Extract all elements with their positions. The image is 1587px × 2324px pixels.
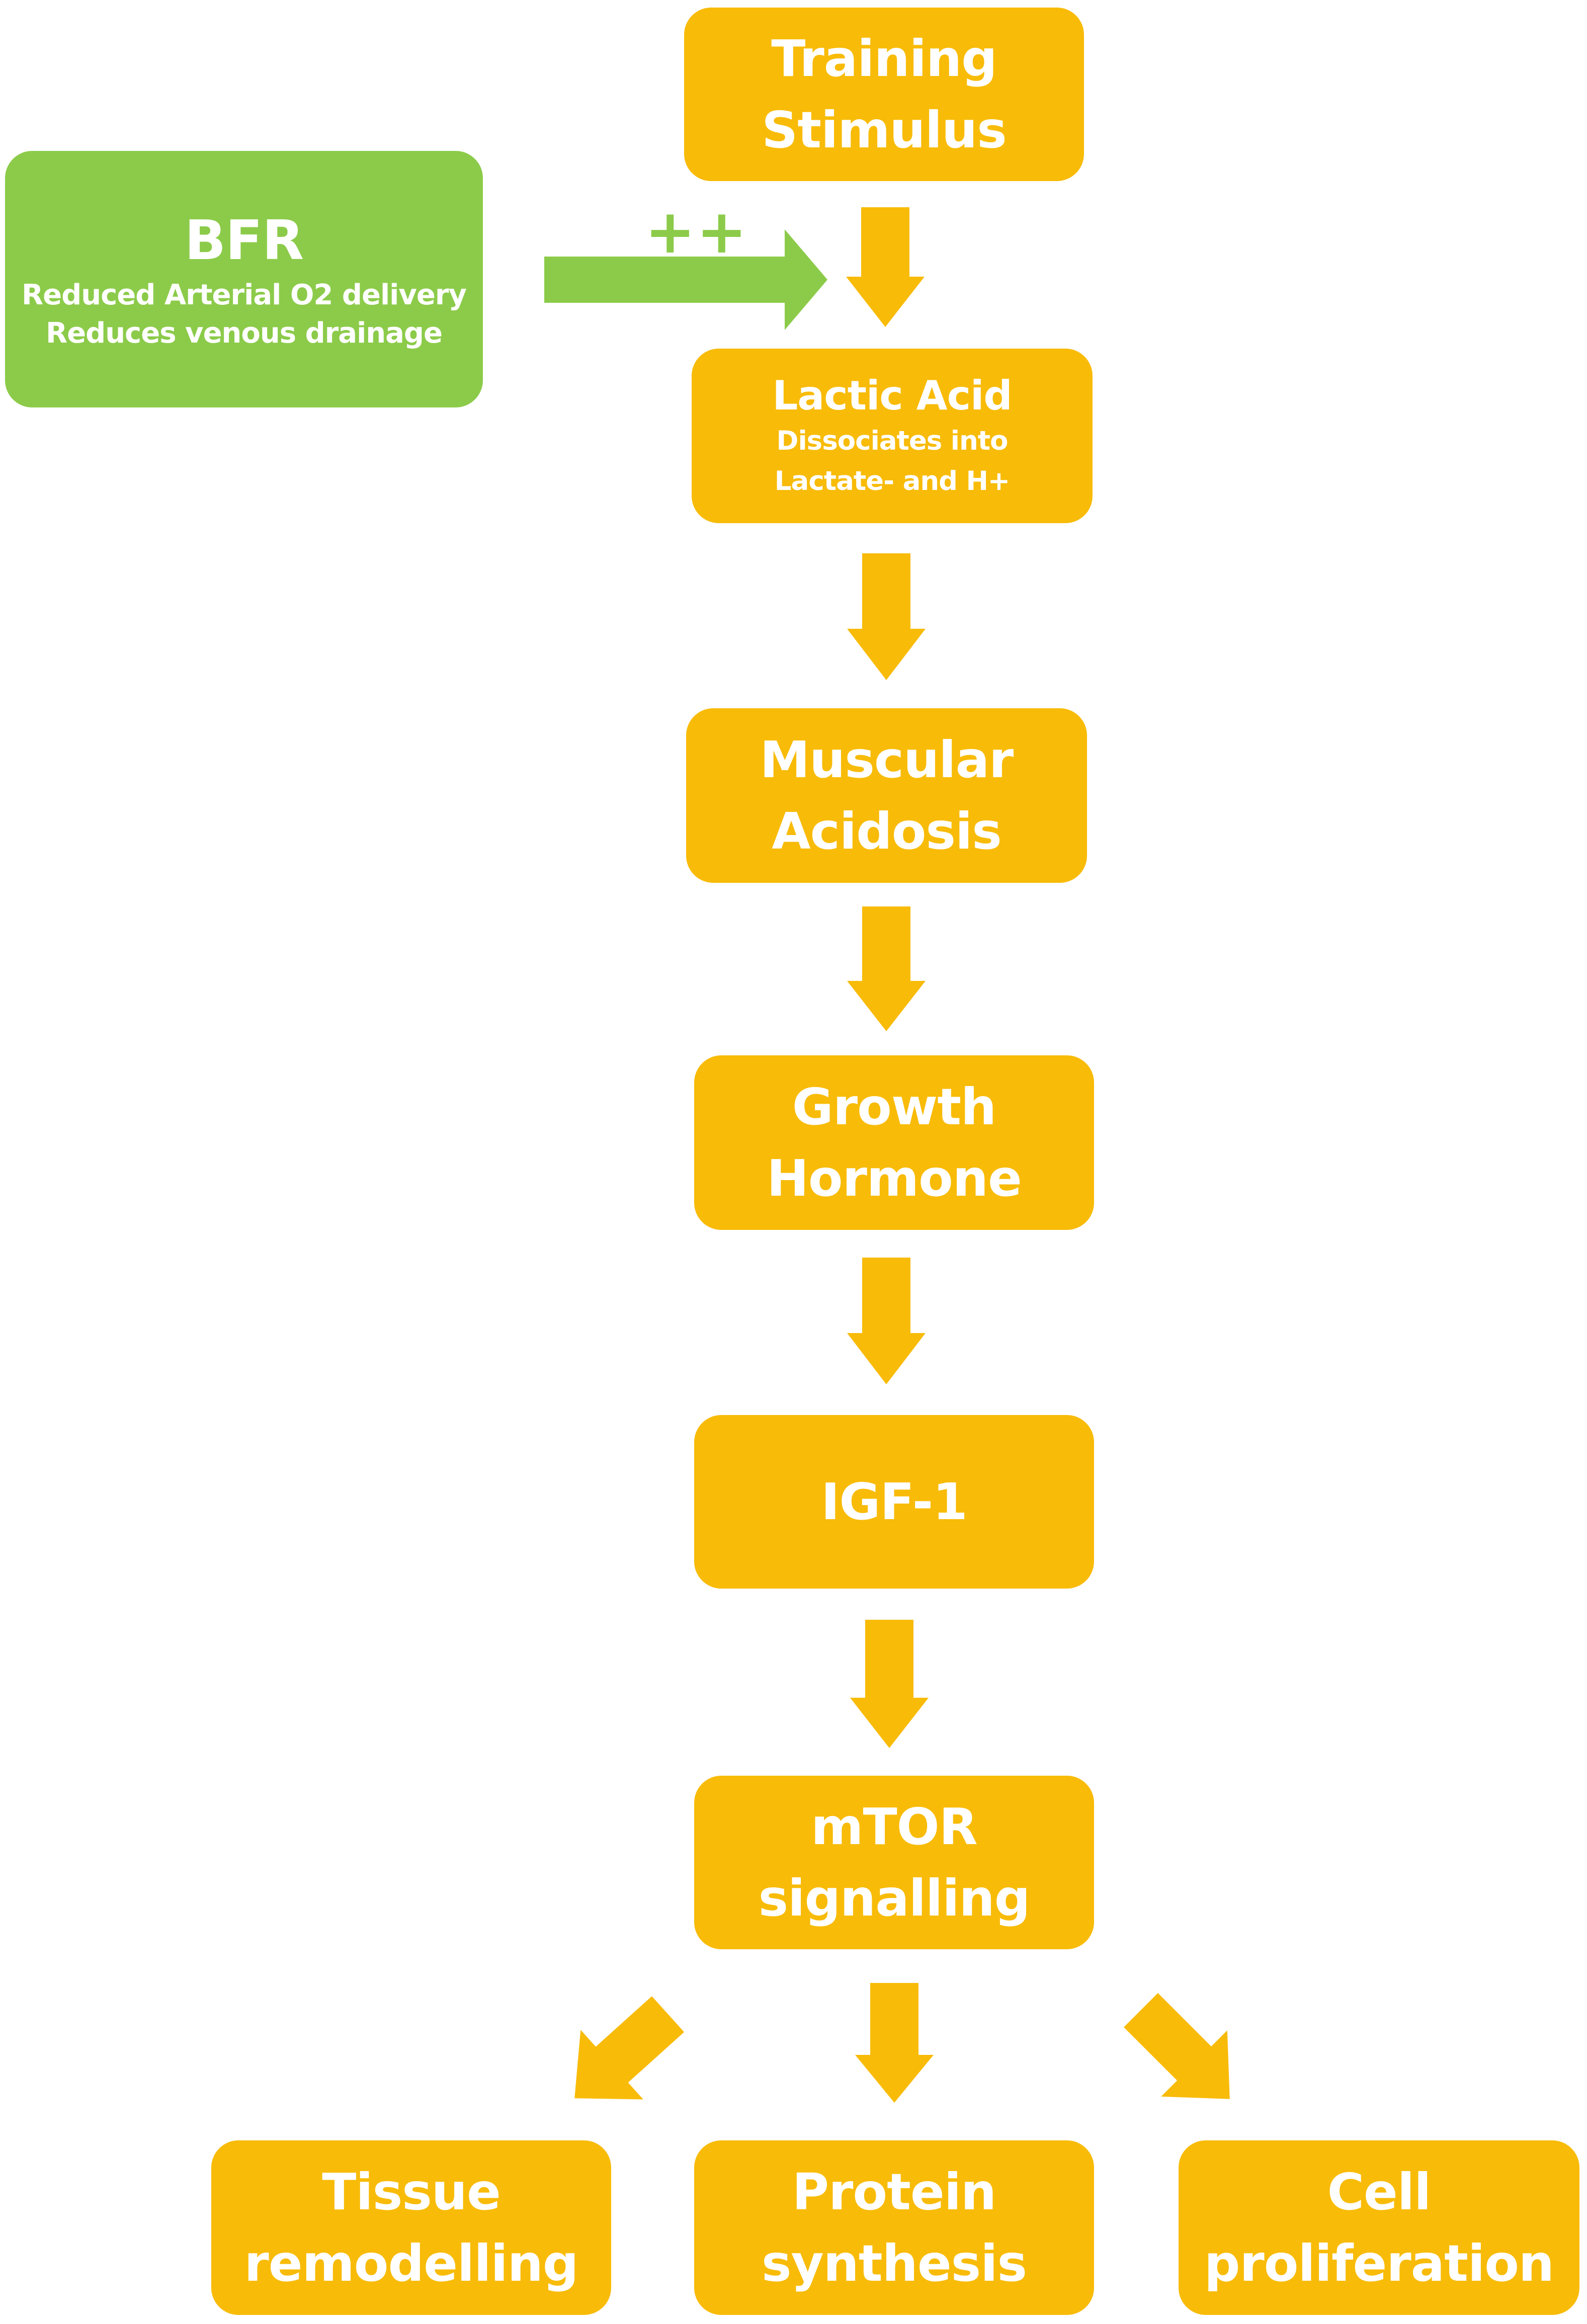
arrow-growth-to-igf1 [847,1258,926,1384]
cell-proliferation-label: Cell proliferation [1204,2156,1554,2299]
growth-hormone-line-1: Growth [792,1077,996,1136]
protein-synthesis-line-1: Protein [792,2162,996,2221]
bfr-title: BFR [184,209,304,272]
lactic-acid-box: Lactic Acid Dissociates into Lactate- an… [692,349,1093,523]
cell-proliferation-box: Cell proliferation [1179,2140,1579,2315]
mtor-line-2: signalling [758,1868,1031,1928]
mtor-label: mTOR signalling [758,1791,1031,1934]
igf1-line-1: IGF-1 [821,1472,968,1531]
muscular-acidosis-label: Muscular Acidosis [760,724,1014,867]
arrow-mtor-to-protein [855,1983,934,2103]
training-stimulus-line-1: Training [771,29,997,88]
protein-synthesis-box: Protein synthesis [694,2140,1094,2315]
mtor-line-1: mTOR [811,1797,977,1856]
training-stimulus-box: Training Stimulus [684,8,1084,181]
mtor-box: mTOR signalling [694,1776,1094,1949]
muscular-acidosis-line-2: Acidosis [772,801,1002,861]
muscular-acidosis-box: Muscular Acidosis [686,708,1087,883]
growth-hormone-box: Growth Hormone [694,1055,1094,1230]
growth-hormone-label: Growth Hormone [767,1071,1022,1214]
lactic-acid-detail: Dissociates into Lactate- and H+ [775,421,1010,502]
muscular-acidosis-line-1: Muscular [760,730,1014,789]
lactic-acid-title: Lactic Acid [772,372,1012,419]
bfr-detail-2: Reduces venous drainage [46,317,443,350]
lactic-acid-detail-1: Dissociates into [776,425,1009,456]
arrow-lactic-to-acidosis [847,553,926,680]
tissue-remodelling-label: Tissue remodelling [244,2156,578,2299]
tissue-remodelling-line-1: Tissue [322,2162,501,2221]
training-stimulus-label: Training Stimulus [762,23,1007,166]
cell-proliferation-line-2: proliferation [1204,2233,1554,2293]
arrow-training-to-lactic [846,207,925,327]
tissue-remodelling-line-2: remodelling [244,2233,578,2293]
arrow-mtor-to-cell [1124,1993,1230,2099]
tissue-remodelling-box: Tissue remodelling [211,2140,611,2315]
arrow-acidosis-to-growth [847,906,926,1031]
arrow-bfr-to-flow [544,229,827,330]
cell-proliferation-line-1: Cell [1327,2162,1432,2221]
protein-synthesis-line-2: synthesis [761,2233,1027,2293]
arrow-igf1-to-mtor [850,1620,929,1748]
igf1-label: IGF-1 [821,1466,968,1538]
lactic-acid-detail-2: Lactate- and H+ [774,465,1010,496]
enhancement-label: ++ [645,197,748,267]
protein-synthesis-label: Protein synthesis [762,2156,1027,2299]
arrow-mtor-to-tissue [574,1996,685,2100]
bfr-box: BFR Reduced Arterial O2 delivery Reduces… [5,151,483,407]
growth-hormone-line-2: Hormone [767,1148,1022,1208]
bfr-detail-1: Reduced Arterial O2 delivery [22,279,467,311]
training-stimulus-line-2: Stimulus [762,100,1007,159]
igf1-box: IGF-1 [694,1415,1094,1589]
